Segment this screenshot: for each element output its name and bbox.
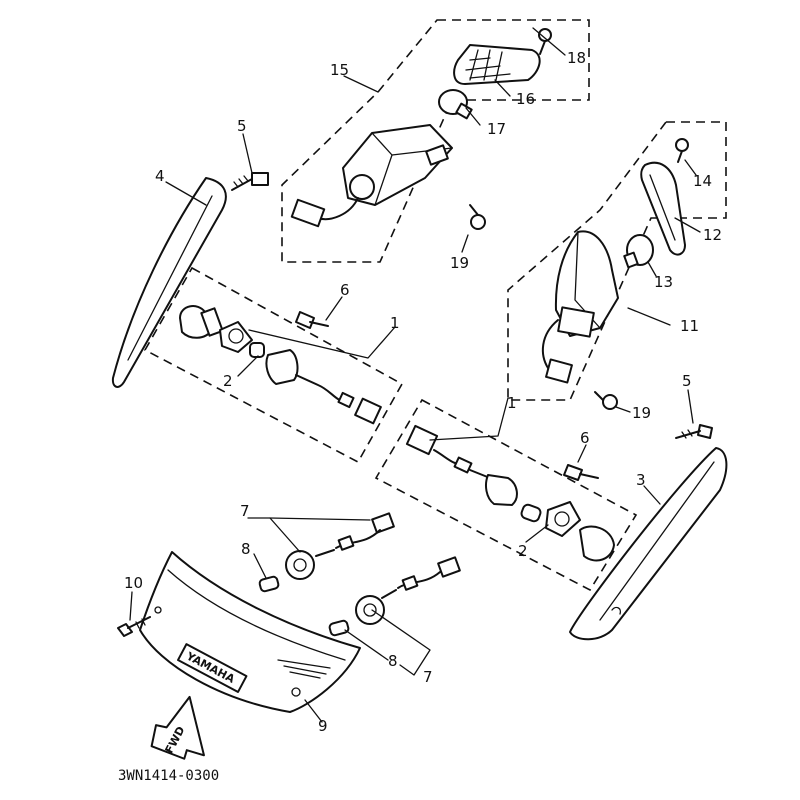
part-labels: 15 18 16 17 19 5 4 6 1 2 14 12 13 11 19 …: [124, 49, 722, 735]
screw-18: [538, 28, 552, 55]
screw-6-right: [563, 464, 599, 481]
bulb-17: [438, 89, 473, 120]
bulb-13: [623, 234, 654, 269]
socket-harness-upper: [285, 512, 395, 580]
assembly-box-11: [507, 121, 727, 401]
turn-signal-housing-11: [541, 230, 619, 384]
position-light-assembly-left: [179, 305, 382, 425]
part-label-3: 3: [636, 471, 646, 489]
part-label-7-lower: 7: [423, 668, 433, 686]
assembly-box-1-right: [374, 398, 638, 592]
screw-19-top: [469, 204, 486, 230]
screw-19-right: [594, 391, 618, 410]
part-label-19-right: 19: [632, 404, 651, 422]
assembly-box-15: [281, 19, 590, 263]
part-label-10: 10: [124, 574, 143, 592]
trim-strip-left: [111, 177, 227, 388]
part-label-17: 17: [487, 120, 506, 138]
socket-harness-lower: [355, 556, 461, 625]
part-label-16: 16: [516, 90, 535, 108]
turn-signal-housing-15: [290, 124, 453, 228]
part-label-13: 13: [654, 273, 673, 291]
part-label-5-left: 5: [237, 117, 247, 135]
part-label-15: 15: [330, 61, 349, 79]
assembly-box-1-left: [143, 266, 404, 464]
part-label-7-upper: 7: [240, 502, 250, 520]
part-label-18: 18: [567, 49, 586, 67]
part-label-1-left: 1: [390, 314, 400, 332]
screw-5-left: [231, 172, 269, 191]
part-label-2-left: 2: [223, 372, 233, 390]
lens-16: [453, 44, 541, 85]
front-cowl-9: YAMAHA: [139, 551, 361, 713]
part-label-12: 12: [703, 226, 722, 244]
part-label-6-right: 6: [580, 429, 590, 447]
part-label-1-right: 1: [507, 394, 517, 412]
part-label-4: 4: [155, 167, 165, 185]
part-label-6-left: 6: [340, 281, 350, 299]
screw-5-right: [675, 424, 713, 439]
trim-panel-right: [569, 447, 728, 641]
part-label-8-upper: 8: [241, 540, 251, 558]
screw-14: [675, 138, 689, 163]
part-label-5-right: 5: [682, 372, 692, 390]
position-light-assembly-right: [405, 424, 615, 562]
lens-12: [640, 161, 686, 256]
part-label-14: 14: [693, 172, 712, 190]
part-label-8-lower: 8: [388, 652, 398, 670]
part-label-9: 9: [318, 717, 328, 735]
screw-6-left: [295, 311, 329, 329]
part-label-11: 11: [680, 317, 699, 335]
bulb-8-lower: [328, 619, 350, 637]
fwd-arrow: FWD: [150, 695, 205, 760]
screw-10: [117, 616, 151, 637]
drawing-code: 3WN1414-0300: [118, 768, 219, 784]
bulb-8-upper: [258, 575, 280, 593]
leader-lines: [129, 27, 701, 723]
part-label-19-top: 19: [450, 254, 469, 272]
part-label-2-right: 2: [518, 542, 528, 560]
